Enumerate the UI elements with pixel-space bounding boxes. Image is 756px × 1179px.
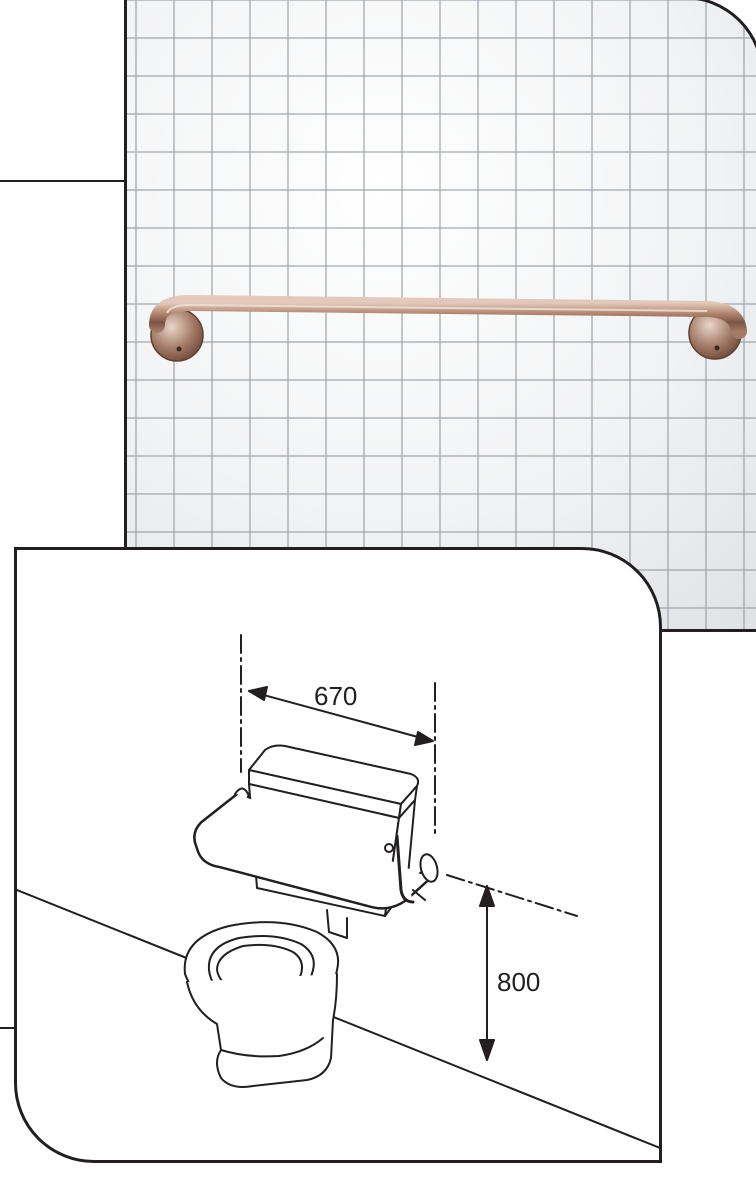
- grab-rail: [193, 787, 439, 910]
- toilet-pan: [183, 921, 339, 1088]
- rail-bar: [149, 294, 747, 339]
- grab-rail-illustration: [149, 294, 747, 362]
- extension-line-height: [446, 874, 578, 917]
- leader-line-top: [0, 180, 126, 182]
- height-dimension-label: 800: [497, 967, 541, 997]
- width-dimension-arrow: [248, 686, 434, 746]
- toilet-diagram-panel: 670 800: [14, 547, 662, 1163]
- width-dimension-label: 670: [314, 681, 358, 711]
- pan-connector: [326, 909, 348, 939]
- leader-line-bottom: [0, 1027, 16, 1029]
- toilet-diagram: [17, 634, 659, 1149]
- grab-rail-photo: [124, 0, 756, 632]
- height-dimension-arrow: [479, 885, 495, 1061]
- floor-line: [17, 889, 659, 1149]
